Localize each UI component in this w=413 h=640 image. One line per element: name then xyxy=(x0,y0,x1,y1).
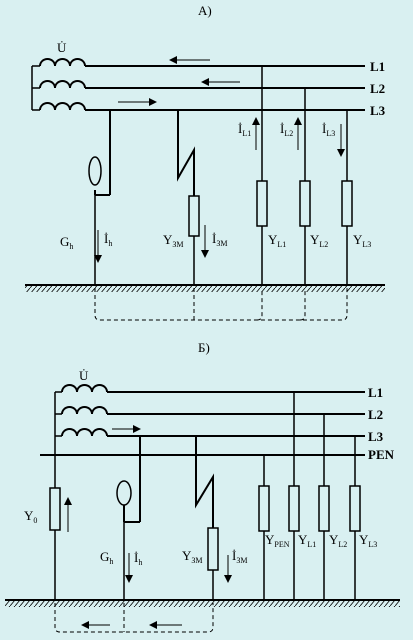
line-current-label-l3-a: İL3 xyxy=(322,121,335,138)
load-label-pen-b: YPEN xyxy=(265,532,290,549)
fault-label-a: YЗМ xyxy=(163,232,184,249)
source-voltage-label-b: U̇ xyxy=(79,368,89,383)
phase-lines-b xyxy=(40,391,365,456)
fault-branch-a xyxy=(177,110,209,285)
source-coils-b xyxy=(54,384,108,455)
load-label-l1-b: YL1 xyxy=(298,532,316,549)
load-label-l3-b: YL3 xyxy=(359,532,377,549)
ground-a xyxy=(25,284,385,292)
line-label-l1-a: L1 xyxy=(370,59,385,74)
generator-label-b: Gh xyxy=(100,549,113,566)
line-current-label-l2-a: İL2 xyxy=(280,121,293,138)
line-label-l3-b: L3 xyxy=(368,429,384,444)
fault-current-label-a: İЗМ xyxy=(212,231,227,248)
phase-lines-a xyxy=(85,65,365,111)
line-label-l1-b: L1 xyxy=(368,385,383,400)
line-label-l2-a: L2 xyxy=(370,81,385,96)
diagram-a-title: А) xyxy=(198,3,212,18)
return-paths-b xyxy=(54,603,214,633)
neutral-label-b: Y0 xyxy=(24,508,37,525)
generator-branch-b xyxy=(116,436,141,600)
generator-current-label-b: İh xyxy=(134,550,142,567)
load-branches-a xyxy=(252,66,353,285)
line-current-label-l1-a: İL1 xyxy=(238,121,251,138)
line-arrows-a xyxy=(118,56,240,106)
diagram-b: Б) U̇ L1 L2 L3 PEN Y0 xyxy=(5,340,400,633)
diagram-b-title: Б) xyxy=(198,340,210,355)
line-label-pen-b: PEN xyxy=(368,447,395,462)
fault-branch-b xyxy=(195,436,232,600)
load-label-l3-a: YL3 xyxy=(353,232,371,249)
load-branches-b xyxy=(258,392,361,600)
generator-branch-a xyxy=(88,110,111,285)
generator-label-a: Gh xyxy=(60,234,73,251)
ground-b xyxy=(5,599,400,607)
load-label-l1-a: YL1 xyxy=(268,232,286,249)
line-label-l2-b: L2 xyxy=(368,407,383,422)
source-voltage-label-a: U̇ xyxy=(57,40,67,55)
line-label-l3-a: L3 xyxy=(370,103,386,118)
load-label-l2-a: YL2 xyxy=(310,232,328,249)
return-paths-a xyxy=(94,288,348,321)
load-label-l2-b: YL2 xyxy=(329,532,347,549)
fault-current-label-b: İЗМ xyxy=(232,548,247,565)
generator-current-label-a: İh xyxy=(104,231,112,248)
fault-label-b: YЗМ xyxy=(182,548,203,565)
diagram-a: А) U̇ L1 L2 L3 xyxy=(25,3,386,321)
neutral-branch-b xyxy=(49,455,72,600)
source-coils-a xyxy=(31,58,86,111)
